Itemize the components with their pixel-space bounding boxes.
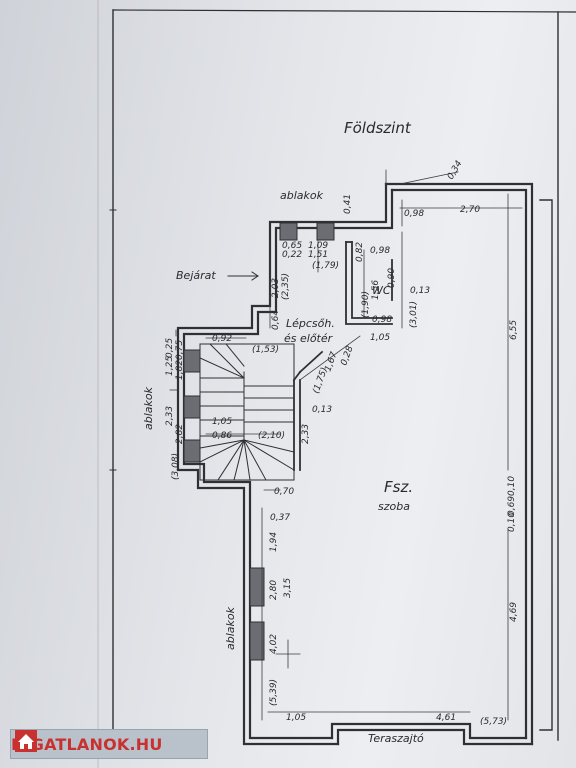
exterior-right-lines: [539, 11, 559, 741]
floor-title: Földszint: [344, 119, 412, 137]
dim-text: 4,02: [269, 634, 279, 654]
dim-text: 1,05: [370, 333, 390, 343]
dim-text: 0,86: [212, 431, 232, 441]
dim-text: 2,70: [460, 205, 480, 215]
label-room-1: Fsz.: [384, 478, 413, 496]
dim-text: (1,79): [312, 261, 339, 271]
staircase: [199, 343, 295, 481]
label-room-2: szoba: [378, 500, 410, 513]
dim-text: 0,98: [372, 315, 392, 325]
dim-text: 0,10: [507, 476, 517, 496]
label-terrace-door: Teraszajtó: [368, 732, 424, 745]
dim-text: (2,10): [258, 431, 285, 441]
dim-text: 0,13: [312, 405, 332, 415]
dim-text: (5,39): [269, 679, 279, 706]
wc-walls: [345, 241, 393, 325]
dim-text: 0,92: [212, 334, 232, 344]
dim-text: 1,25: [165, 356, 175, 376]
dim-text: 2,80: [269, 580, 279, 600]
dim-text: 0,70: [274, 487, 294, 497]
plan-outline-helper: [176, 186, 530, 742]
dim-text: 4,61: [436, 713, 456, 723]
dim-text: 0,22: [282, 250, 302, 260]
watermark-text: INGATLANOK.HU: [11, 734, 163, 754]
dim-text: (1,75): [311, 366, 330, 395]
dim-text: 0,90: [387, 268, 397, 288]
dim-text: 0,25: [165, 338, 175, 358]
label-windows-top: ablakok: [280, 189, 324, 202]
dim-text: 1,09: [308, 241, 328, 251]
sheet-border-top: [112, 9, 576, 13]
dim-text: 2,33: [301, 424, 311, 444]
label-stair-1: Lépcsőh.: [286, 317, 335, 330]
window-blocks: [183, 222, 335, 661]
dim-text: 2,03: [271, 278, 281, 298]
dim-text: 1,56: [371, 280, 381, 300]
dim-text: 0,69: [507, 496, 517, 516]
dim-text: 1,05: [212, 417, 232, 427]
dim-text: 0,10: [507, 512, 517, 532]
dim-text: 4,69: [509, 602, 519, 622]
dim-text: 0,98: [370, 246, 390, 256]
dim-text: 0,28: [339, 345, 355, 368]
dim-text: 0,75: [175, 340, 185, 360]
dim-text: 2,82: [175, 424, 185, 444]
dim-text: 1,94: [269, 532, 279, 552]
dim-text: 1,82: [175, 360, 185, 380]
watermark-badge: INGATLANOK.HU: [10, 729, 208, 759]
dim-text: 0,37: [270, 513, 290, 523]
dimension-lines: [169, 169, 523, 721]
dim-text: 3,15: [283, 578, 293, 598]
dimension-texts: 2,70 0,98 0,98 0,98 0,65 1,09 0,22 1,51 …: [212, 205, 507, 727]
dim-text: (2,35): [281, 273, 291, 300]
label-stair-2: és előtér: [284, 332, 334, 345]
dim-text: 6,55: [509, 320, 519, 340]
label-windows-bottom: ablakok: [224, 606, 237, 650]
dim-text: 0,98: [404, 209, 424, 219]
label-wc: WC: [372, 284, 391, 297]
dim-text: (1,53): [252, 345, 279, 355]
dim-text: 0,64: [271, 310, 281, 330]
dim-text: (1,90): [361, 291, 371, 318]
dim-text: (3,01): [409, 301, 419, 328]
house-logo-icon: [15, 730, 37, 752]
dim-text: 0,41: [343, 194, 353, 214]
dim-text: 2,33: [165, 406, 175, 426]
dim-text: 1,05: [286, 713, 306, 723]
dim-text: 0,34: [446, 159, 465, 182]
dim-text: 0,65: [282, 241, 302, 251]
label-entrance: Bejárat: [176, 269, 216, 282]
outer-walls: [176, 182, 534, 746]
dim-text: (5,73): [480, 717, 507, 727]
entrance-arrow: [227, 271, 259, 281]
dim-text: 0,82: [355, 242, 365, 262]
dim-text: 0,13: [410, 286, 430, 296]
dim-text: 1,51: [308, 250, 328, 260]
dim-text: (3,08): [171, 453, 181, 480]
label-windows-left: ablakok: [142, 386, 155, 430]
